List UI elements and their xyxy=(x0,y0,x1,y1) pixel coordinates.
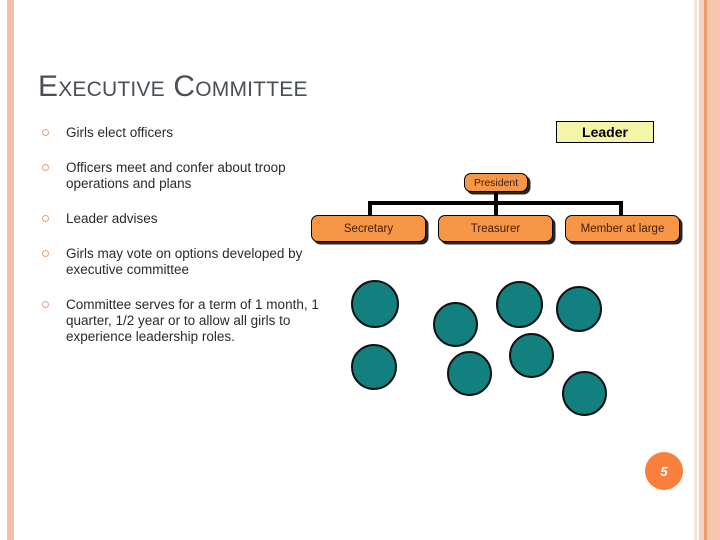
connector-drop-secretary xyxy=(368,201,372,216)
list-item-text: Girls may vote on options developed by e… xyxy=(66,246,303,277)
connector-drop-member xyxy=(619,201,623,216)
connector-president-vertical xyxy=(494,192,498,203)
decor-stripe-right-4 xyxy=(707,0,720,540)
member-circle xyxy=(509,333,554,378)
org-node-president[interactable]: President xyxy=(464,173,528,192)
member-circle xyxy=(351,344,397,390)
decor-stripe-right-2 xyxy=(699,0,704,540)
org-node-leader[interactable]: Leader xyxy=(556,121,654,143)
list-item-text: Girls elect officers xyxy=(66,125,174,140)
decor-stripe-left xyxy=(7,0,14,540)
member-circle xyxy=(556,286,602,332)
org-node-secretary[interactable]: Secretary xyxy=(311,215,426,242)
member-circle xyxy=(562,371,607,416)
list-item: Girls may vote on options developed by e… xyxy=(38,246,328,278)
decor-stripe-right-1 xyxy=(694,0,697,540)
member-circle xyxy=(447,351,492,396)
list-item-text: Committee serves for a term of 1 month, … xyxy=(66,297,319,344)
bullet-circle-icon xyxy=(42,129,49,136)
org-node-treasurer[interactable]: Treasurer xyxy=(438,215,553,242)
page-number-badge: 5 xyxy=(645,452,683,490)
list-item-text: Officers meet and confer about troop ope… xyxy=(66,160,286,191)
org-node-member-at-large[interactable]: Member at large xyxy=(565,215,680,242)
connector-drop-treasurer xyxy=(494,201,498,216)
decor-stripe-right-3 xyxy=(704,0,707,540)
list-item: Girls elect officers xyxy=(38,125,328,141)
bullet-circle-icon xyxy=(42,215,49,222)
page-title: Executive Committee xyxy=(38,70,308,103)
list-item: Leader advises xyxy=(38,211,328,227)
bullet-circle-icon xyxy=(42,301,49,308)
bullet-circle-icon xyxy=(42,164,49,171)
list-item-text: Leader advises xyxy=(66,211,158,226)
member-circle xyxy=(433,302,478,347)
connector-horizontal-bar xyxy=(368,201,623,205)
list-item: Officers meet and confer about troop ope… xyxy=(38,160,328,192)
member-circle xyxy=(351,280,399,328)
bullet-list: Girls elect officers Officers meet and c… xyxy=(38,125,328,364)
bullet-circle-icon xyxy=(42,250,49,257)
member-circle xyxy=(496,281,543,328)
list-item: Committee serves for a term of 1 month, … xyxy=(38,297,328,345)
